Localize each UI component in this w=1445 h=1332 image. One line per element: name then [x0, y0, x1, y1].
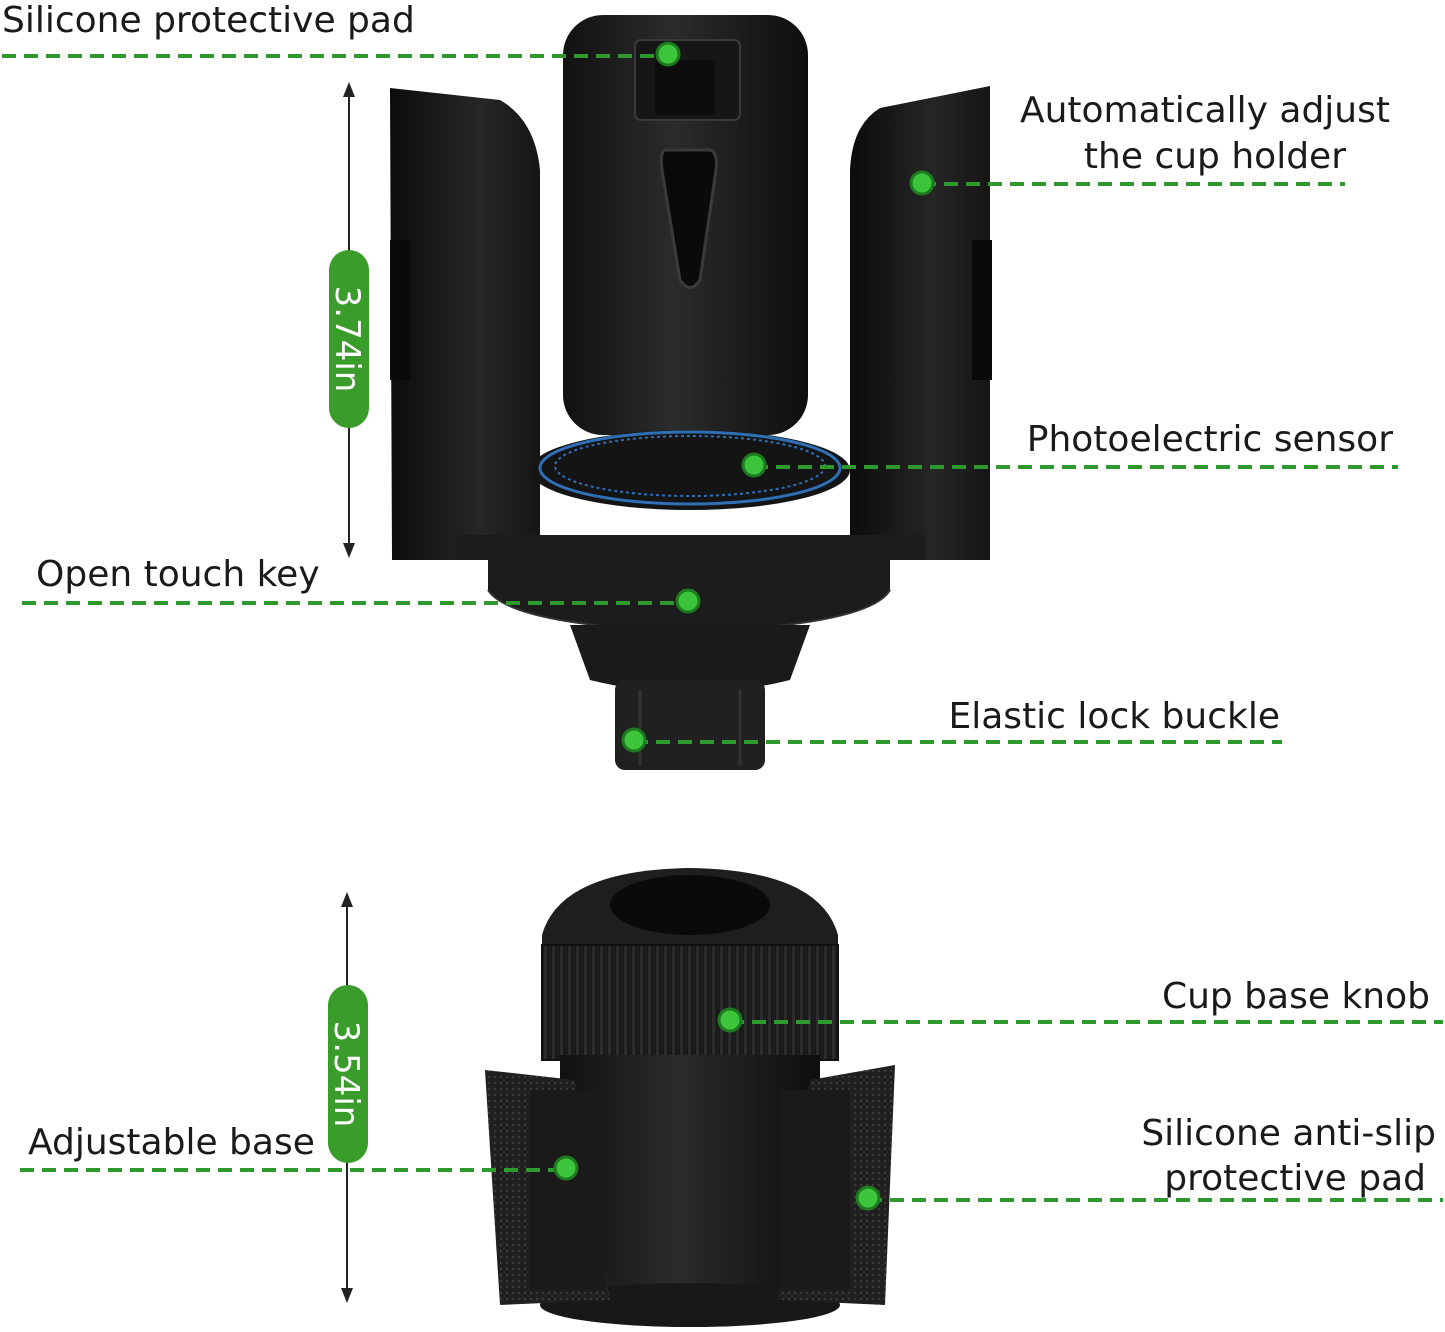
callout-auto-adjust: Automatically adjust the cup holder [909, 90, 1390, 196]
label-photo-sensor: Photoelectric sensor [1027, 419, 1393, 460]
callout-photo-sensor: Photoelectric sensor [741, 419, 1398, 478]
dimension-bottom-label: 3.54in [326, 1021, 366, 1128]
marker-dot [675, 588, 701, 614]
marker-dot [655, 41, 681, 67]
label-adjustable-base: Adjustable base [28, 1122, 315, 1163]
label-anti-slip-2: protective pad [1164, 1158, 1426, 1199]
marker-dot [909, 170, 935, 196]
dimension-bottom: 3.54in [326, 892, 368, 1303]
label-open-touch-key: Open touch key [36, 554, 320, 595]
marker-dot [717, 1007, 743, 1033]
marker-dot [621, 727, 647, 753]
label-anti-slip-1: Silicone anti-slip [1141, 1113, 1436, 1154]
marker-dot [741, 452, 767, 478]
dimension-bottom-badge [328, 985, 368, 1163]
dimension-top-badge [329, 250, 369, 428]
label-auto-adjust-1: Automatically adjust [1020, 90, 1390, 131]
callout-anti-slip-pad: Silicone anti-slip protective pad [855, 1113, 1443, 1211]
callout-silicone-pad: Silicone protective pad [2, 0, 681, 67]
marker-dot [553, 1155, 579, 1181]
callout-adjustable-base: Adjustable base [20, 1122, 579, 1181]
label-elastic-buckle: Elastic lock buckle [949, 696, 1281, 737]
label-silicone-pad: Silicone protective pad [2, 0, 415, 41]
bottom-base-illustration [485, 868, 895, 1327]
callout-elastic-buckle: Elastic lock buckle [621, 696, 1282, 753]
dimension-top-label: 3.74in [327, 286, 367, 393]
callout-open-touch-key: Open touch key [22, 554, 701, 614]
marker-dot [855, 1185, 881, 1211]
label-auto-adjust-2: the cup holder [1084, 136, 1346, 177]
label-cup-base-knob: Cup base knob [1162, 976, 1430, 1017]
callout-cup-base-knob: Cup base knob [717, 976, 1443, 1033]
top-holder-illustration [390, 15, 992, 770]
dimension-top: 3.74in [327, 82, 369, 558]
